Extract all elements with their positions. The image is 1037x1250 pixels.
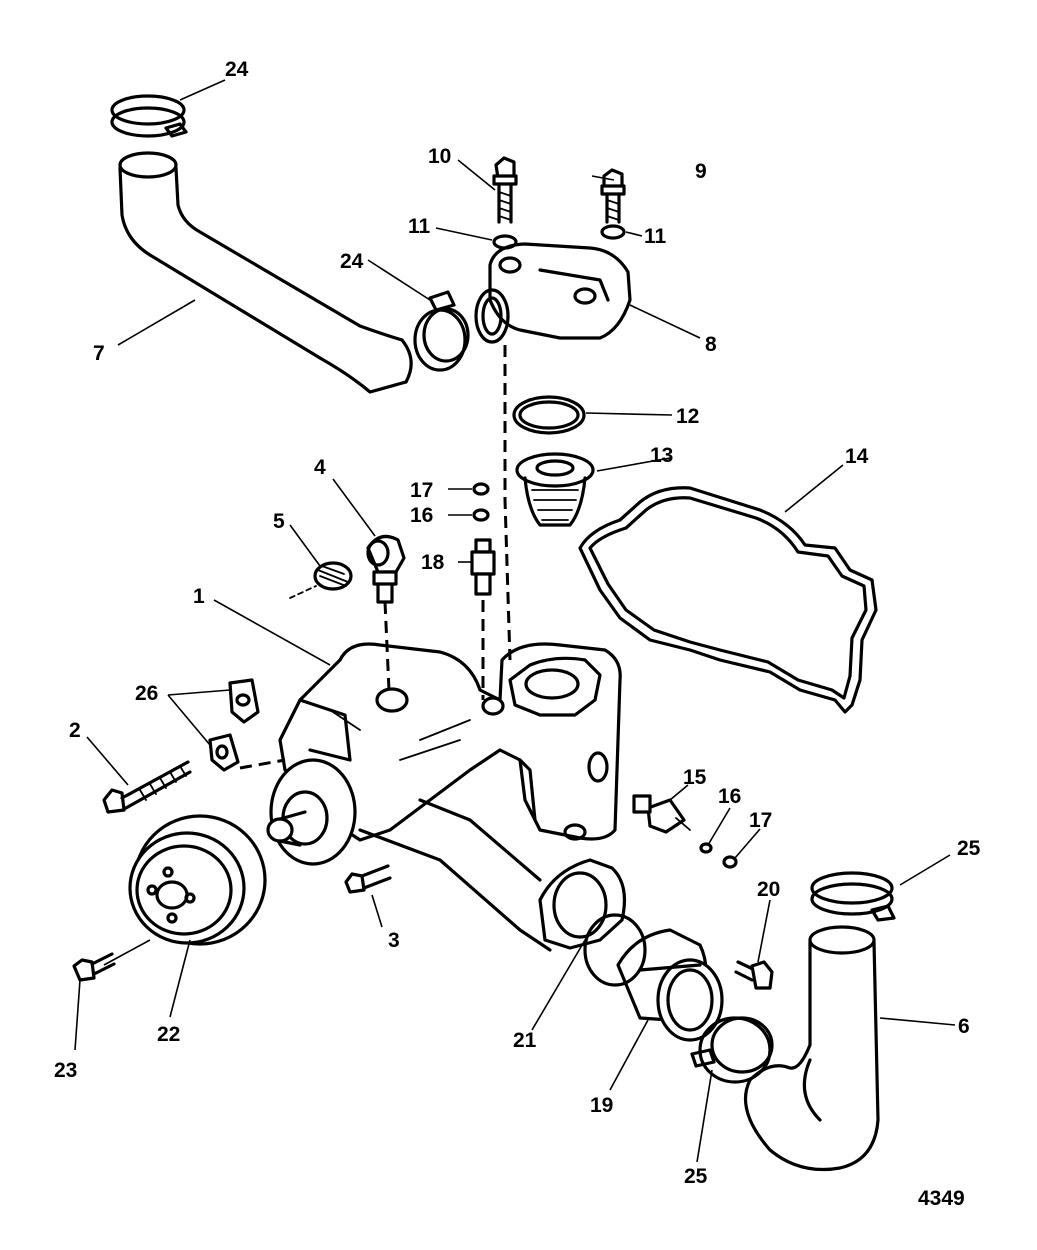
thermostat-housing [474,242,632,344]
outlet-19 [616,928,724,1042]
callout-7: 7 [93,342,105,365]
callout-16-upper: 16 [410,504,433,527]
callout-16-lower: 16 [718,785,741,808]
callout-23: 23 [54,1059,77,1082]
callout-1: 1 [193,585,205,608]
callout-6: 6 [958,1015,970,1038]
callout-15: 15 [683,766,707,789]
callout-2: 2 [69,719,81,742]
callout-24-middle: 24 [340,250,364,273]
gasket-14 [578,486,878,714]
bolt-10 [492,156,518,224]
callout-11-right: 11 [644,225,667,248]
brackets-26 [208,678,260,772]
callout-25-bottom: 25 [684,1165,708,1188]
callout-26: 26 [135,682,158,705]
gasket-21 [538,858,647,987]
callout-19: 19 [590,1094,613,1117]
leader-lines [74,79,956,1163]
callout-13: 13 [650,444,673,467]
hose-clamp-middle [413,290,470,372]
callout-20: 20 [757,878,780,901]
pulley-22 [128,814,267,946]
fitting-4 [366,534,406,604]
sender-15 [632,794,691,834]
o-ring-12 [512,395,586,435]
callout-17-lower: 17 [749,809,772,832]
lower-hose [743,925,880,1172]
callout-11-left: 11 [408,215,431,238]
hose-clamp-right [810,871,896,922]
hose-clamp-top [110,94,188,138]
washer-16-upper [472,508,490,522]
callout-22: 22 [157,1023,180,1046]
water-pump-body [266,642,622,952]
nut-17-upper [472,482,490,496]
bolt-9 [600,168,626,224]
callout-8: 8 [705,333,717,356]
assembly-centerlines [239,345,512,770]
callout-17-upper: 17 [410,479,433,502]
temperature-sender-18 [470,538,496,596]
figure-number: 4349 [918,1187,965,1210]
callout-5: 5 [273,510,285,533]
bolt-2 [102,760,192,814]
hose-clamp-bottom [690,1016,774,1084]
washer-11-right [600,224,626,240]
callout-9: 9 [695,160,707,183]
callout-3: 3 [388,929,400,952]
thermostat-13 [515,452,595,527]
nut-17-lower [722,855,738,869]
callout-14: 14 [845,445,869,468]
callout-25-top: 25 [957,837,981,860]
callout-18: 18 [421,551,445,574]
upper-hose [118,151,413,394]
callout-24-top: 24 [225,58,249,81]
bolt-20 [734,960,774,990]
fitting-5 [289,561,353,599]
bolt-3 [344,864,392,894]
callout-labels: 24 7 24 10 11 11 9 8 12 13 14 17 16 18 4… [54,58,981,1210]
callout-4: 4 [314,456,326,479]
callout-21: 21 [513,1029,537,1052]
callout-10: 10 [428,145,451,168]
washer-16-lower [699,842,713,854]
bolt-23 [72,952,116,982]
callout-12: 12 [676,405,699,428]
